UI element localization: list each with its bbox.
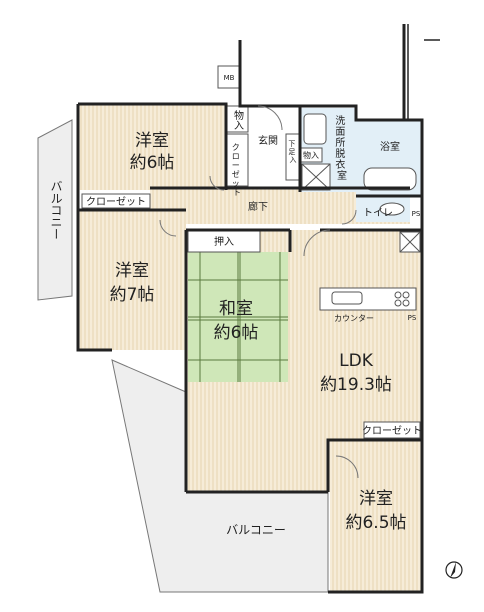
shoe-storage-label: 下 足 入 xyxy=(288,140,297,164)
bathroom-label: 浴室 xyxy=(380,140,400,153)
balcony-side-label: バルコニー xyxy=(49,180,63,240)
ps-b-label: PS xyxy=(408,314,417,322)
closet-small-label: ク ロ ー ゼ ッ ト xyxy=(232,143,243,197)
closet-b-label: クローゼット xyxy=(362,425,422,437)
closet-b-area xyxy=(363,421,421,439)
washroom-label: 洗 面 所 脱 衣 室 xyxy=(335,115,348,182)
storage-mono-label: 物入 xyxy=(232,109,244,130)
mb-label: MB xyxy=(224,74,235,82)
oshiire-label: 押入 xyxy=(214,235,234,248)
ps-a-label: PS xyxy=(412,210,421,218)
room-youshitsu-c-floor xyxy=(330,440,422,592)
closet-a-area xyxy=(81,193,151,209)
balcony-side-area xyxy=(37,119,73,301)
closet-a-label: クローゼット xyxy=(86,196,146,208)
room-youshitsu-a-name: 洋室 xyxy=(135,131,169,151)
room-youshitsu-c-name: 洋室 xyxy=(359,489,393,509)
toilet-label: トイレ xyxy=(363,208,393,219)
door-swings xyxy=(159,105,359,479)
toilet-bowl xyxy=(379,202,405,216)
sink xyxy=(331,291,363,305)
room-youshitsu-a-floor xyxy=(78,104,228,190)
walls xyxy=(76,24,424,594)
balcony-bottom-label: バルコニー xyxy=(226,523,286,537)
storage-wash-label: 物入 xyxy=(303,150,319,160)
room-washitsu-size: 約6帖 xyxy=(214,323,259,343)
room-youshitsu-b-name: 洋室 xyxy=(115,261,149,281)
room-washitsu-name: 和室 xyxy=(219,299,253,319)
room-youshitsu-a-size: 約6帖 xyxy=(130,153,175,173)
corridor-label: 廊下 xyxy=(248,200,268,213)
washbasin xyxy=(303,113,327,145)
entrance-label: 玄関 xyxy=(258,134,278,147)
room-youshitsu-c-size: 約6.5帖 xyxy=(345,513,406,533)
room-ldk-size: 約19.3帖 xyxy=(320,375,392,395)
bathtub xyxy=(363,167,417,191)
room-ldk-name: LDK xyxy=(339,351,374,371)
compass-icon xyxy=(445,561,463,579)
room-youshitsu-b-size: 約7帖 xyxy=(110,285,155,305)
entrance-floor xyxy=(250,106,288,180)
counter-label: カウンター xyxy=(334,314,374,323)
